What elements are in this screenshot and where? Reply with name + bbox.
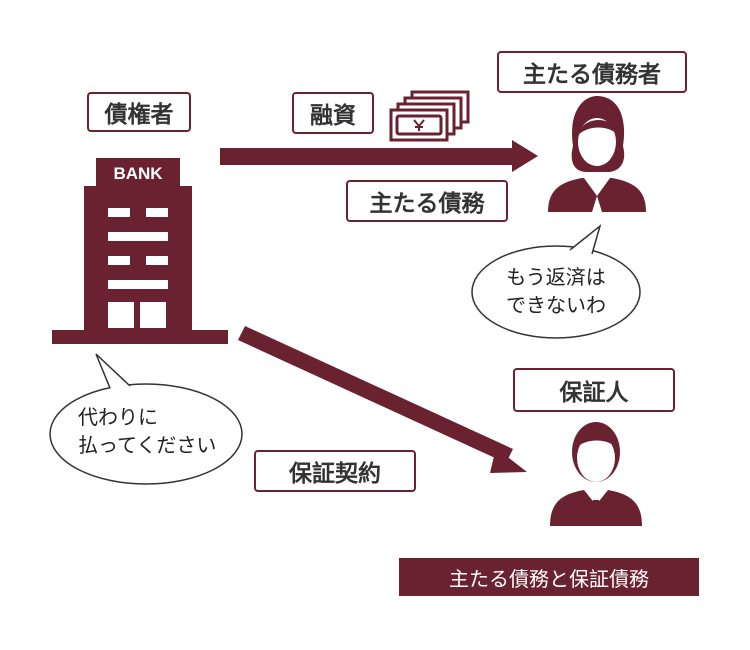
guarantor-label: 保証人	[513, 368, 675, 412]
bank-building-icon	[52, 158, 228, 344]
yen-banknote-stack-icon	[389, 90, 470, 142]
creditor-speech-bubble	[49, 353, 243, 485]
creditor-bubble-text: 代わりに 払ってください	[66, 403, 226, 459]
debtor-bubble-text: もう返済は できないわ	[486, 263, 626, 319]
loan-arrow	[220, 140, 538, 172]
guarantee-contract-label: 保証契約	[254, 450, 416, 492]
creditor-label: 債権者	[87, 92, 191, 132]
diagram-caption: 主たる債務と保証債務	[399, 558, 699, 596]
principal-debt-label: 主たる債務	[346, 180, 508, 222]
man-person-icon	[550, 422, 642, 526]
creditor-bubble-line1: 代わりに	[78, 405, 158, 429]
woman-person-icon	[548, 96, 646, 212]
guarantee-arrow	[238, 326, 527, 473]
debtor-speech-bubble	[471, 223, 641, 339]
loan-label: 融資	[292, 92, 374, 134]
principal-debtor-label: 主たる債務者	[497, 51, 687, 93]
debtor-bubble-line2: できないわ	[506, 293, 606, 317]
creditor-bubble-line2: 払ってください	[78, 433, 217, 457]
bank-sign: BANK	[113, 164, 163, 183]
debtor-bubble-line1: もう返済は	[506, 265, 606, 289]
